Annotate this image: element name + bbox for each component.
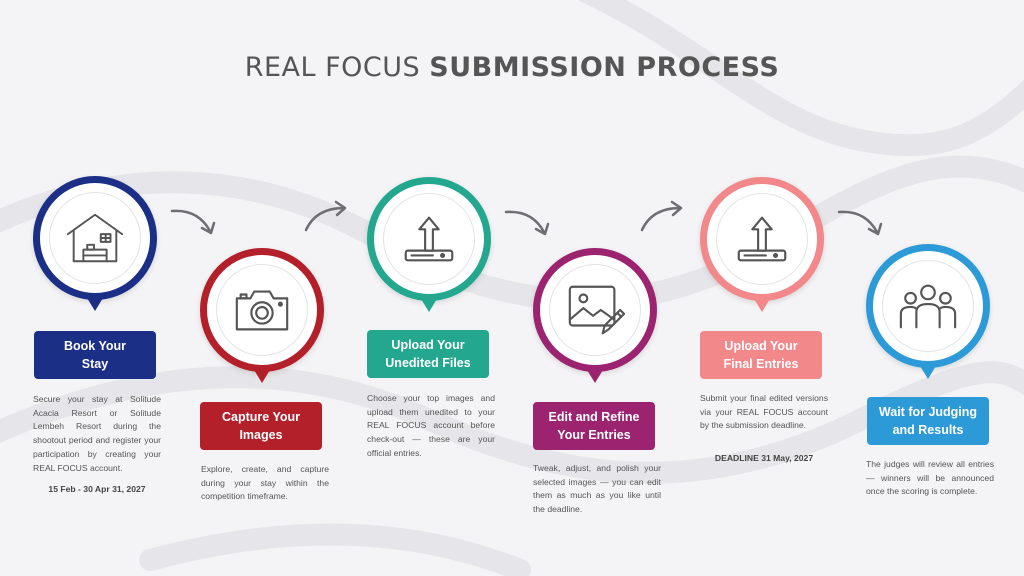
camera-icon [235,290,289,331]
step-1-pin [33,176,157,311]
step-1-description: Secure your stay at Solitude Acacia Reso… [33,394,161,473]
group-people-icon [899,284,957,329]
arrow-2-3 [304,200,347,232]
arrow-3-4 [504,210,550,236]
arrow-5-6 [837,210,883,236]
step-4-pin [533,248,657,383]
step-1-date: 15 Feb - 30 Apr 31, 2027 [48,484,146,494]
step-3-pin [367,177,491,312]
step-5-description: Submit your final edited versions via yo… [700,393,828,431]
house-bed-icon [66,213,124,263]
step-6-pin [866,244,990,379]
page-title: REAL FOCUS SUBMISSION PROCESS [244,52,780,83]
step-3-description: Choose your top images and upload them u… [367,393,495,458]
arrow-1-2 [170,209,216,235]
upload-icon [404,216,454,262]
arrow-4-5 [640,200,683,232]
upload-icon [737,216,787,262]
step-4-description: Tweak, adjust, and polish your selected … [533,463,661,515]
step-6-description: The judges will review all entries — win… [866,459,994,497]
step-5-date: DEADLINE 31 May, 2027 [714,453,814,463]
edit-image-icon [568,285,626,335]
step-5-pin [700,177,824,312]
step-2-pin [200,248,324,383]
step-2-description: Explore, create, and capture during your… [201,464,329,502]
